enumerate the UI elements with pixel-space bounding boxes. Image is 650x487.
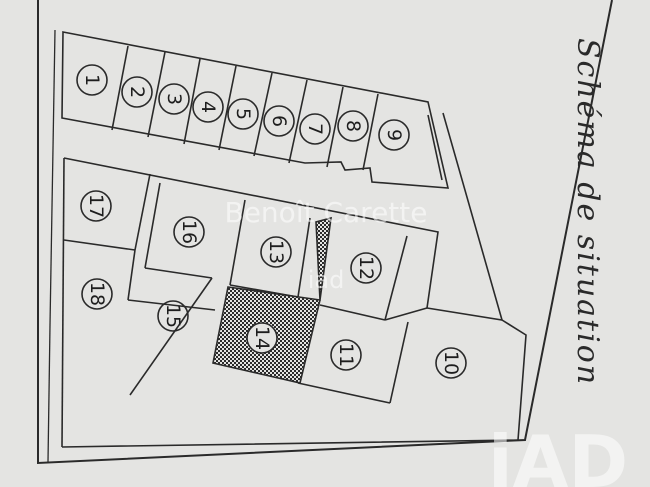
lot-circle — [121, 76, 153, 108]
lot-number: 16 — [178, 220, 200, 244]
lot-18-marker: 18 — [81, 278, 113, 310]
lot-circle — [173, 216, 205, 248]
lot-circle — [435, 347, 467, 379]
watermark-agent-name: Benoît Carette — [225, 196, 428, 229]
lot-number: 5 — [232, 108, 254, 120]
lot-number: 17 — [85, 194, 107, 218]
lot-15-marker: 15 — [157, 300, 189, 332]
lot-number: 8 — [342, 120, 364, 132]
lot-6-marker: 6 — [263, 105, 295, 137]
lot-circle — [157, 300, 189, 332]
lot-number: 13 — [265, 240, 287, 264]
plan-title: Schéma de situation — [570, 38, 605, 386]
lot-number: 7 — [304, 123, 326, 135]
lot-4-marker: 4 — [192, 91, 224, 123]
lot-circle — [158, 83, 190, 115]
lot-number: 6 — [268, 115, 290, 127]
lot-2-marker: 2 — [121, 76, 153, 108]
lot-number: 11 — [335, 343, 357, 367]
lot-number: 14 — [251, 326, 273, 350]
lot-10-marker: 10 — [435, 347, 467, 379]
top-block — [61, 31, 450, 189]
lot-5-marker: 5 — [227, 98, 259, 130]
lot-11-marker: 11 — [330, 339, 362, 371]
lot-circle — [330, 339, 362, 371]
lot-number: 1 — [81, 74, 103, 86]
lot-1-marker: 1 — [76, 64, 108, 96]
lot-circle — [76, 64, 108, 96]
lot-circle — [80, 190, 112, 222]
lot-circle — [81, 278, 113, 310]
lot-circle — [299, 113, 331, 145]
lot-circle — [337, 110, 369, 142]
lot-number: 2 — [126, 86, 148, 98]
lot-number: 12 — [355, 256, 377, 280]
lot-number: 18 — [86, 282, 108, 306]
lot-17-marker: 17 — [80, 190, 112, 222]
lot-8-marker: 8 — [337, 110, 369, 142]
lot-16-marker: 16 — [173, 216, 205, 248]
left-inner-edge — [49, 29, 56, 326]
watermark-agent-suffix: iad — [308, 266, 345, 294]
lot-number: 9 — [383, 129, 405, 141]
left-inner-edge-2 — [47, 324, 51, 463]
lot-3-marker: 3 — [158, 83, 190, 115]
lot-number: 10 — [440, 351, 462, 375]
lot-circle — [378, 119, 410, 151]
lot-number: 3 — [163, 93, 185, 105]
lot-7-marker: 7 — [299, 113, 331, 145]
lot-circle — [192, 91, 224, 123]
lower-block — [61, 112, 527, 448]
lot-circle — [227, 98, 259, 130]
outer-frame — [37, 0, 613, 465]
lot-13-marker: 13 — [260, 236, 292, 268]
lot-circle — [350, 252, 382, 284]
lot-number: 15 — [162, 304, 184, 328]
lot-number: 4 — [197, 101, 219, 113]
watermark-brand-logo: iAD — [488, 420, 628, 487]
lot-12-marker: 12 — [350, 252, 382, 284]
lot-circle — [260, 236, 292, 268]
lot-circle — [246, 322, 278, 354]
lot-circle — [263, 105, 295, 137]
lot-14-marker: 14 — [246, 322, 278, 354]
lot-9-marker: 9 — [378, 119, 410, 151]
lot-14-hatch — [212, 216, 332, 384]
